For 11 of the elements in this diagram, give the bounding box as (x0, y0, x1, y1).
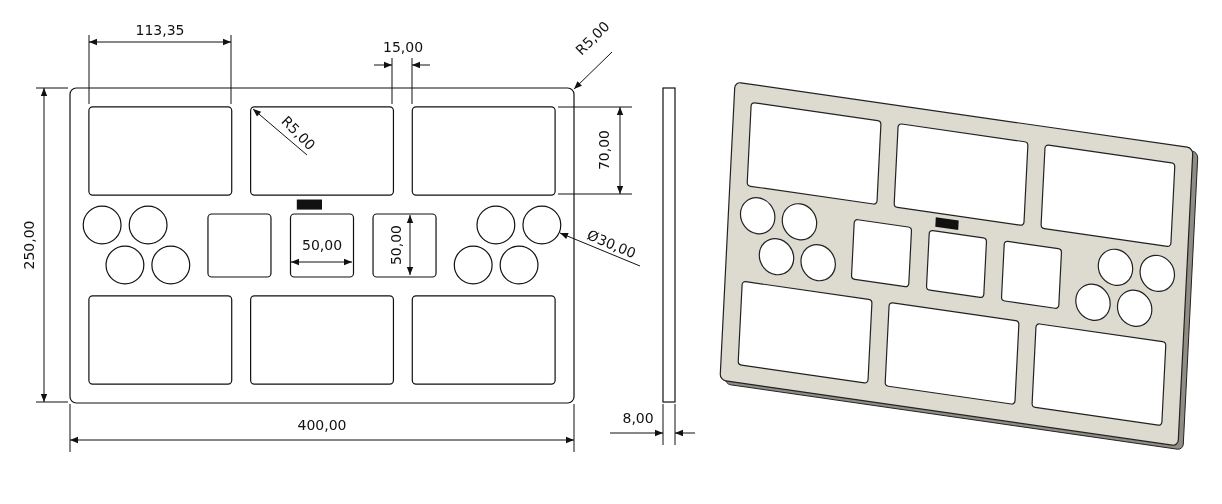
leader-line (573, 51, 613, 90)
dimension-label: 8,00 (622, 410, 654, 426)
leader-line (252, 108, 308, 156)
dimension-label: 15,00 (383, 39, 424, 55)
dimension-label: 250,00 (20, 220, 36, 270)
leader-line (559, 232, 641, 267)
dimension-label: 50,00 (388, 224, 405, 266)
dimension-label: 400,00 (297, 417, 347, 433)
dimension-label: 113,35 (135, 22, 185, 38)
dimension-label: 50,00 (302, 237, 343, 253)
dimension-label: 70,00 (596, 129, 613, 171)
